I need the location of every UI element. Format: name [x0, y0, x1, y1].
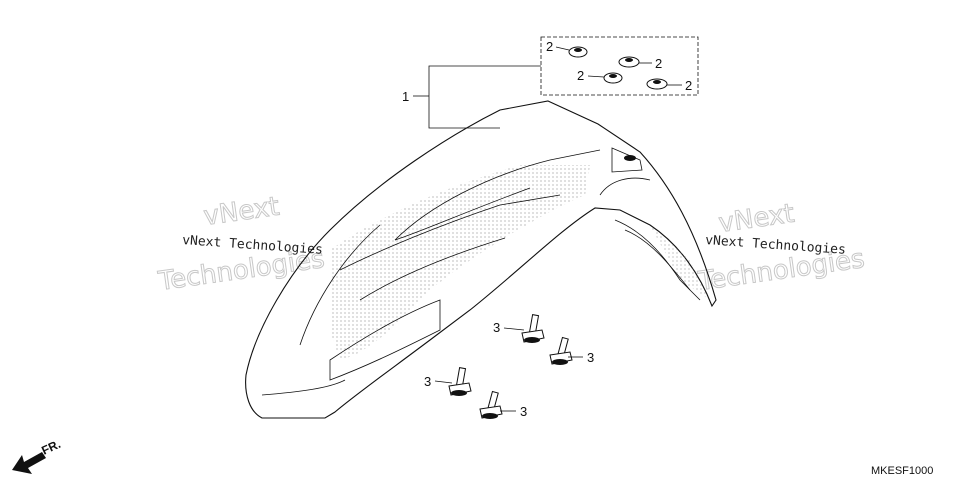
part-code: MKESF1000 [871, 465, 933, 477]
nut-c-number: 2 [577, 68, 584, 83]
fender-stripe-7 [299, 224, 381, 346]
bolt-c-number: 3 [424, 374, 431, 389]
bolt-a-number: 3 [493, 320, 500, 335]
fender-stripe-1 [394, 149, 601, 241]
watermark-big-top-right: vNext [717, 199, 796, 239]
nut-group: 2 2 2 2 [540, 36, 699, 96]
bolt-d-number: 3 [520, 404, 527, 419]
watermark-text-right: vNext Technologies [705, 233, 847, 258]
fender-decal [330, 165, 590, 360]
nut-d-number: 2 [685, 78, 692, 93]
callout-fender-bracket [428, 65, 541, 129]
nut-c: 2 [577, 68, 623, 84]
fender-stripe-3 [339, 194, 561, 271]
nut-d: 2 [646, 78, 692, 93]
fender-tail-edge-3 [599, 177, 651, 196]
fender-stripe-2 [394, 187, 531, 241]
nut-a: 2 [546, 39, 588, 58]
callout-fender: 1 [402, 65, 541, 129]
fender-tail-edge-1 [614, 219, 701, 301]
callout-fender-number: 1 [402, 89, 409, 104]
nut-b-number: 2 [655, 56, 662, 71]
bolt-b: 3 [549, 336, 594, 365]
nut-b: 2 [618, 56, 662, 71]
watermark-big-top-left: vNext [202, 192, 281, 232]
front-direction-indicator: FR. [12, 437, 63, 474]
fender-stripe-6 [261, 379, 346, 396]
fender-tail-decal [650, 225, 710, 300]
nut-group-box [540, 36, 699, 96]
front-arrow-icon [12, 452, 46, 474]
bolt-c: 3 [424, 367, 472, 396]
front-direction-label: FR. [39, 437, 62, 458]
fender-mount-hole [624, 155, 636, 161]
watermark-left: vNext Technologies vNext Technologies [155, 191, 327, 297]
fender-stripe-4 [359, 237, 506, 301]
bolt-a: 3 [493, 314, 545, 343]
fender-stripe-5 [329, 299, 441, 381]
bolt-d: 3 [479, 390, 527, 419]
bolt-b-number: 3 [587, 350, 594, 365]
fender-outline [245, 100, 717, 419]
nut-a-number: 2 [546, 39, 553, 54]
watermark-right: vNext Technologies vNext Technologies [695, 198, 867, 297]
front-fender [245, 100, 717, 419]
